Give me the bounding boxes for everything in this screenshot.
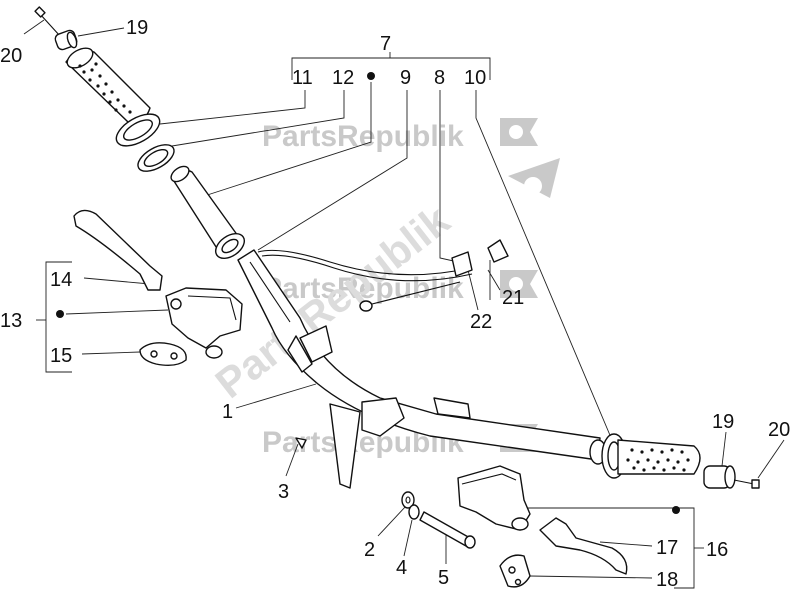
label-7: 7 (380, 33, 391, 55)
watermark-text-middle: PartsRepublik (262, 272, 464, 305)
right-clamp (499, 554, 531, 588)
bar-end-screw-top (34, 6, 61, 37)
label-20-top: 20 (0, 45, 22, 67)
left-brake-lever (73, 209, 163, 291)
left-master-cylinder (165, 287, 243, 359)
label-16: 16 (706, 539, 728, 561)
label-12: 12 (332, 67, 354, 89)
group-marker-dots (56, 72, 680, 514)
parts-layer (34, 6, 760, 588)
label-19-right: 19 (712, 411, 734, 433)
small-screw (295, 437, 307, 449)
callout-labels: 19 20 7 11 12 9 8 10 21 22 14 13 15 1 3 … (0, 17, 790, 591)
group-dot-7 (367, 72, 375, 80)
label-18: 18 (656, 569, 678, 591)
label-20-right: 20 (768, 419, 790, 441)
bar-end-weight-top (54, 29, 78, 51)
label-2: 2 (364, 539, 375, 561)
right-grip (601, 433, 701, 479)
label-5: 5 (438, 567, 449, 589)
handlebar (237, 249, 607, 489)
left-grip (65, 47, 161, 147)
left-clamp (139, 342, 187, 367)
bar-end-screw-right (733, 479, 760, 489)
group-dot-16 (672, 506, 680, 514)
label-8: 8 (434, 67, 445, 89)
watermark-gear-icon (500, 118, 560, 452)
bolt-5 (419, 511, 476, 549)
right-master-cylinder (457, 465, 531, 531)
label-1: 1 (222, 401, 233, 423)
label-14: 14 (50, 269, 72, 291)
throttle-tube (170, 165, 246, 260)
label-19-top: 19 (126, 17, 148, 39)
label-21: 21 (502, 287, 524, 309)
right-brake-lever (539, 517, 628, 575)
label-17: 17 (656, 537, 678, 559)
label-15: 15 (50, 345, 72, 367)
leader-lines (23, 19, 785, 589)
seal-ring (137, 144, 175, 172)
label-10: 10 (464, 67, 486, 89)
bar-end-weight-right (703, 465, 736, 489)
label-22: 22 (470, 311, 492, 333)
group-dot-13 (56, 310, 64, 318)
label-11: 11 (292, 67, 313, 89)
washer-2 (401, 491, 415, 509)
label-13: 13 (0, 310, 22, 332)
throttle-cable (257, 239, 509, 312)
washer-4 (408, 504, 420, 520)
label-3: 3 (278, 481, 289, 503)
label-9: 9 (400, 67, 411, 89)
watermark-text-top: PartsRepublik (262, 120, 464, 153)
label-4: 4 (396, 557, 407, 579)
